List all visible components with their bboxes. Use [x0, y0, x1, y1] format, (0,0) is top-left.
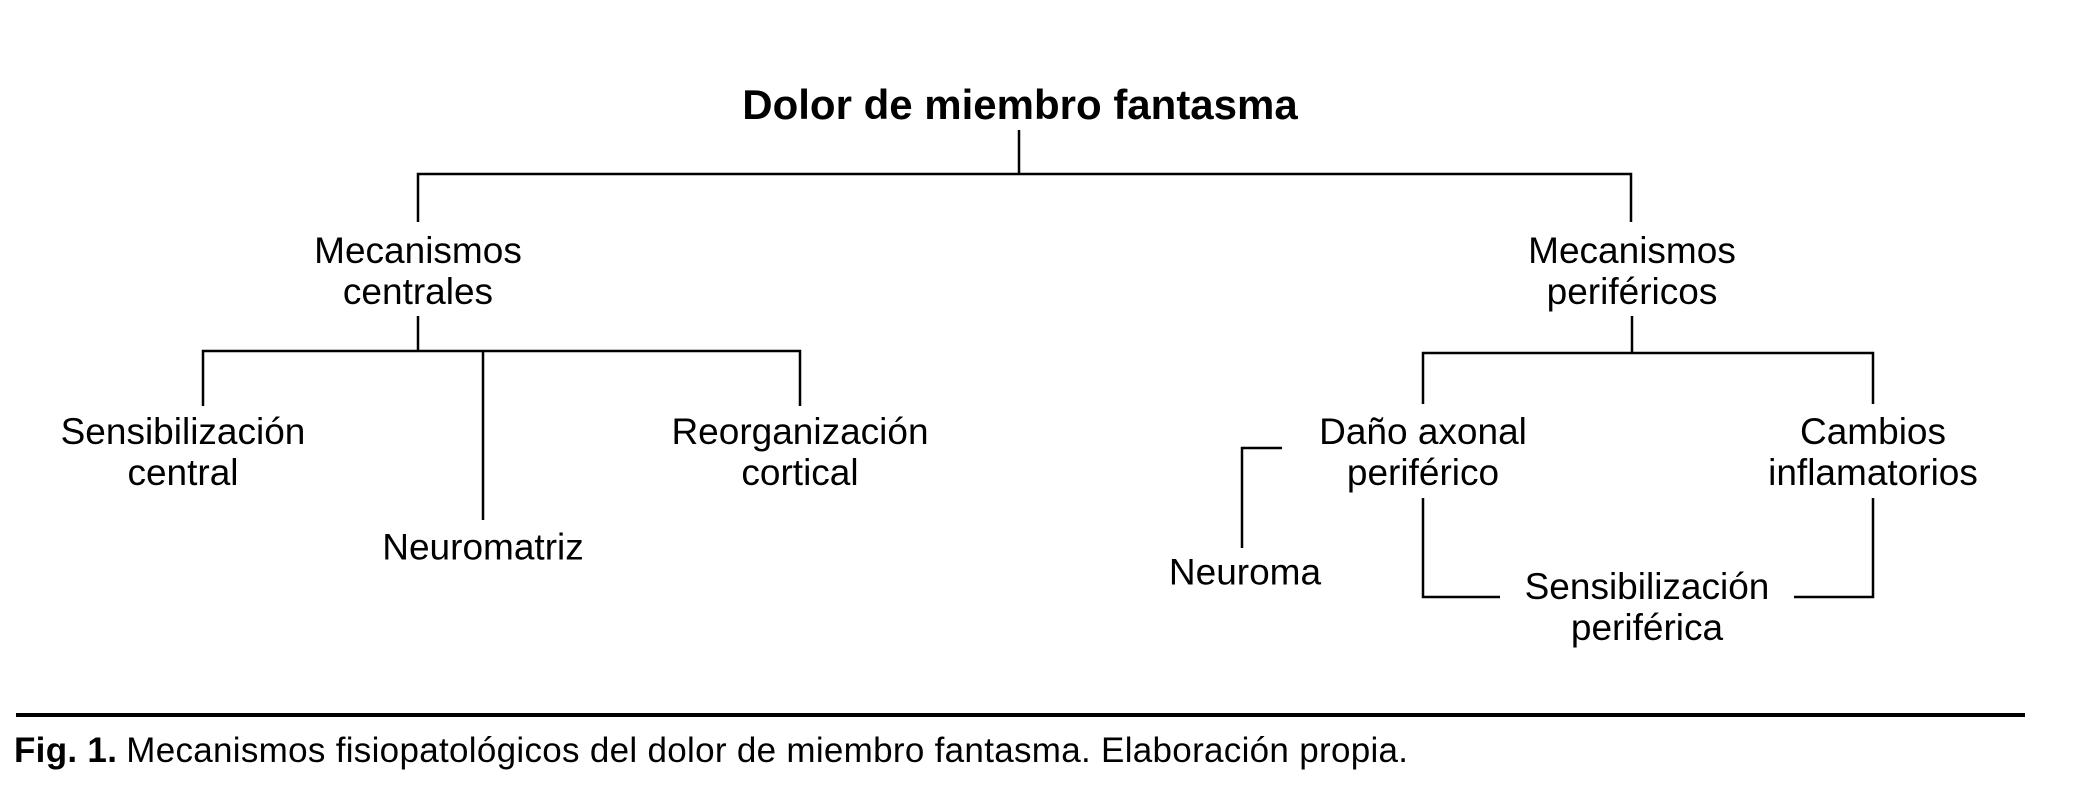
node-neuromatriz: Neuromatriz — [382, 526, 584, 568]
figure-caption-label: Fig. 1. — [14, 731, 118, 770]
node-dano-axonal-periferico: Daño axonal periférico — [1319, 411, 1527, 493]
node-root-dolor-miembro-fantasma: Dolor de miembro fantasma — [742, 81, 1298, 128]
connector-dano-to-sensibilizacion — [1421, 498, 1500, 599]
node-mecanismos-perifericos: Mecanismos periféricos — [1528, 230, 1736, 312]
connector-cambios-to-sensibilizacion — [1794, 498, 1875, 599]
figure-caption: Fig. 1.Mecanismos fisiopatológicos del d… — [14, 731, 2064, 771]
connector-periferico-bracket — [1421, 351, 1875, 404]
connector-central-bracket — [201, 349, 802, 406]
connector-neuroma-elbow — [1240, 446, 1282, 548]
connector-level1-bracket — [416, 172, 1633, 222]
node-neuroma: Neuroma — [1168, 551, 1322, 593]
node-sensibilizacion-central: Sensibilización central — [60, 411, 306, 493]
figure-caption-text: Mecanismos fisiopatológicos del dolor de… — [126, 731, 1409, 770]
node-sensibilizacion-periferica: Sensibilización periférica — [1524, 566, 1770, 648]
node-reorganizacion-cortical: Reorganización cortical — [671, 411, 929, 493]
node-mecanismos-centrales: Mecanismos centrales — [314, 230, 522, 312]
node-cambios-inflamatorios: Cambios inflamatorios — [1768, 411, 1978, 493]
